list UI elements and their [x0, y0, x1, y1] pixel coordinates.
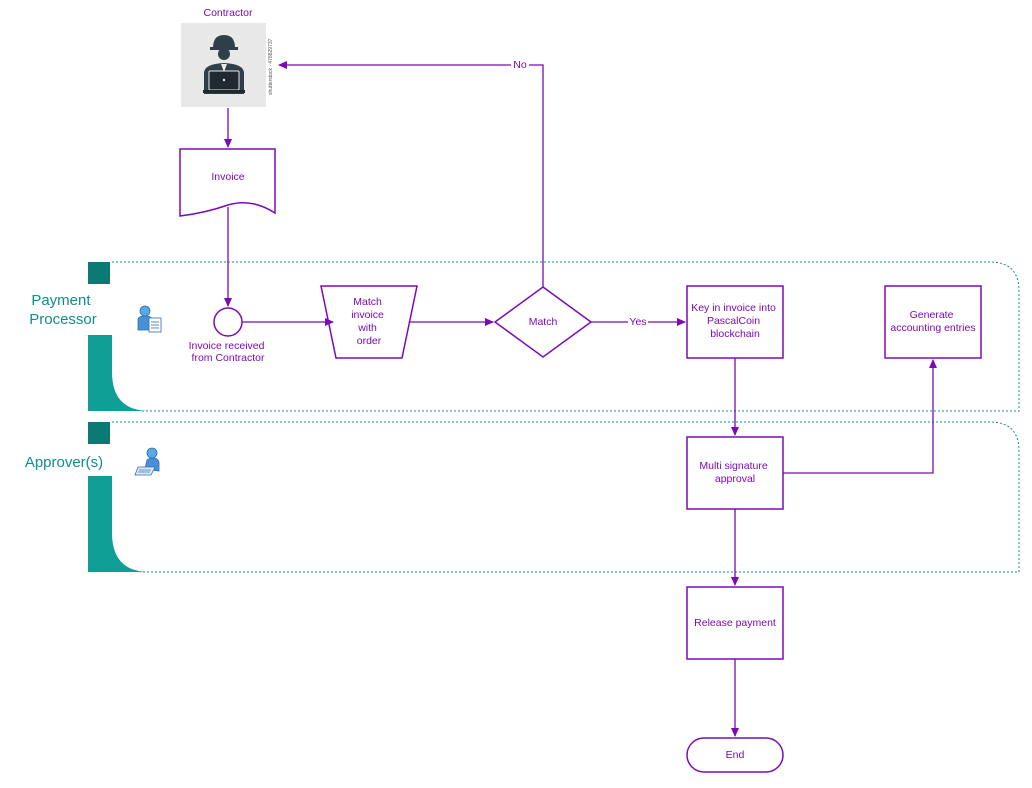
match-decision[interactable]: Match: [493, 286, 593, 358]
key-in-invoice-label: Key in invoice into PascalCoin blockchai…: [691, 302, 779, 340]
start-event-label: Invoice received from Contractor: [189, 340, 268, 364]
invoice-document[interactable]: Invoice: [179, 148, 276, 217]
lane-approvers: Approver(s): [25, 421, 1020, 573]
multi-signature-approval-label: Multi signature approval: [699, 460, 770, 485]
multi-signature-approval-task[interactable]: Multi signature approval: [686, 436, 784, 510]
release-payment-task[interactable]: Release payment: [686, 586, 784, 660]
lane-payment-processor-border: [112, 261, 1020, 412]
release-payment-label: Release payment: [694, 617, 776, 629]
contractor-photo-caption: shutterstock · 478829737: [268, 38, 274, 95]
edge-decision-no-to-contractor: [278, 61, 544, 287]
end-terminator[interactable]: End: [686, 737, 784, 773]
invoice-label: Invoice: [211, 171, 244, 183]
approver-at-desk-icon: [134, 447, 160, 476]
contractor: Contractor shutterstock · 478829737: [181, 7, 274, 107]
match-decision-label: Match: [529, 316, 558, 328]
match-invoice-with-order-label: Match invoice with order: [351, 296, 387, 347]
worker-at-laptop-icon: [203, 35, 245, 94]
clerk-icon: [137, 305, 162, 333]
key-in-invoice-task[interactable]: Key in invoice into PascalCoin blockchai…: [686, 285, 784, 359]
edge-multisig-to-generate: [783, 359, 937, 474]
generate-accounting-entries-task[interactable]: Generate accounting entries: [884, 285, 982, 359]
generate-accounting-entries-label: Generate accounting entries: [890, 309, 975, 334]
lane-payment-processor: Payment Processor: [29, 261, 1020, 412]
connectors: [224, 61, 937, 737]
match-invoice-with-order-task[interactable]: Match invoice with order: [320, 285, 418, 359]
end-label: End: [726, 749, 745, 761]
lane-payment-processor-marker: [88, 262, 110, 284]
lane-approvers-tab: [88, 476, 150, 572]
lane-payment-processor-label: Payment Processor: [29, 292, 97, 328]
contractor-title: Contractor: [203, 7, 253, 19]
lane-approvers-marker: [88, 422, 110, 444]
edge-yes-label: Yes: [629, 316, 646, 328]
start-event-invoice-received[interactable]: [213, 307, 243, 337]
lane-approvers-border: [112, 421, 1020, 573]
lane-approvers-label: Approver(s): [25, 454, 103, 471]
edge-no-label: No: [513, 59, 527, 71]
lane-payment-processor-tab: [88, 335, 150, 411]
